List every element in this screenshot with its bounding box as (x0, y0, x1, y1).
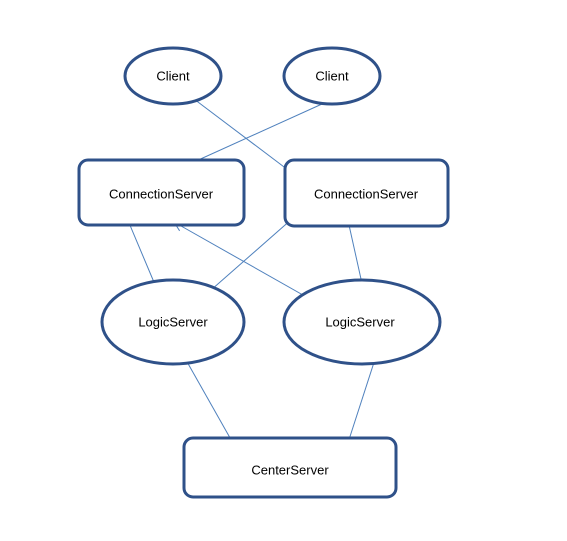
logic-server-node-right-label: LogicServer (325, 315, 395, 330)
center-server-node: CenterServer (182, 436, 398, 499)
logic-server-node-left: LogicServer (100, 278, 246, 366)
client-node-left: Client (123, 46, 223, 106)
logic-server-node-right: LogicServer (282, 278, 442, 366)
client-node-right-label: Client (315, 69, 349, 84)
client-node-left-label: Client (156, 69, 190, 84)
edges (122, 92, 379, 454)
connection-server-node-right-label: ConnectionServer (314, 187, 419, 202)
connection-server-node-left-label: ConnectionServer (109, 187, 214, 202)
center-server-node-label: CenterServer (251, 463, 329, 478)
logic-server-node-left-label: LogicServer (138, 315, 208, 330)
connection-server-node-right: ConnectionServer (283, 158, 450, 228)
connection-server-node-left: ConnectionServer (77, 158, 246, 227)
client-node-right: Client (282, 46, 382, 106)
